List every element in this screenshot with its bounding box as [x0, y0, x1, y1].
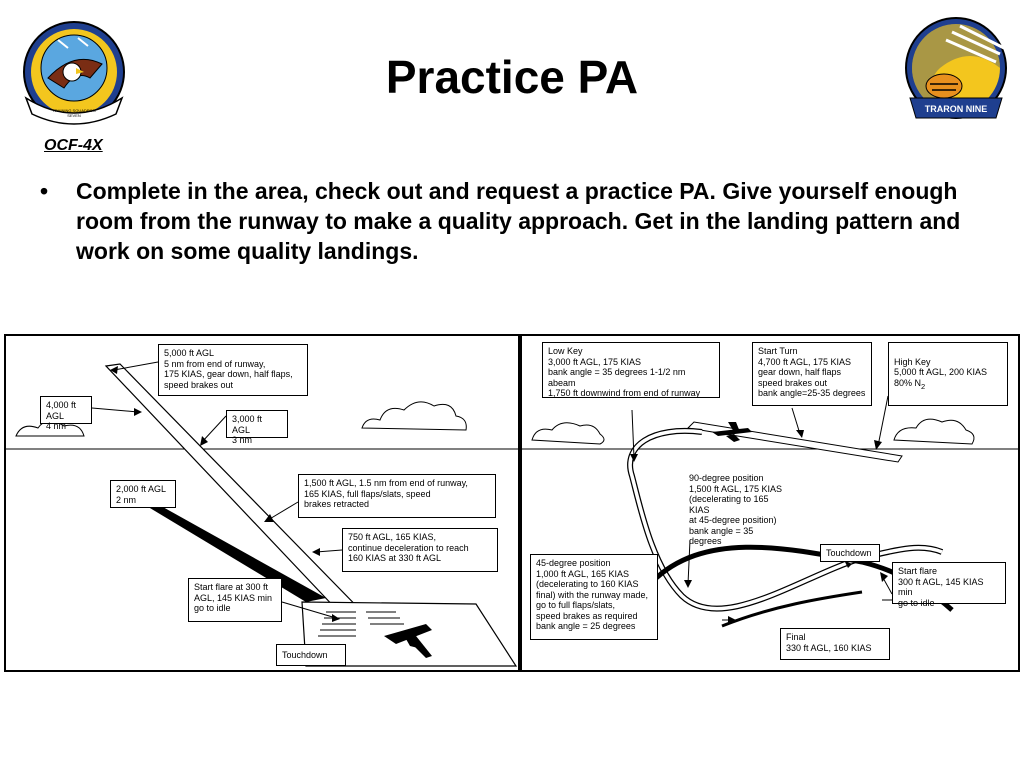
- callout-5000ft: 5,000 ft AGL 5 nm from end of runway, 17…: [158, 344, 308, 396]
- callout-1500ft: 1,500 ft AGL, 1.5 nm from end of runway,…: [298, 474, 496, 518]
- squadron-tag: OCF-4X: [44, 137, 103, 154]
- aircraft-icon: [712, 422, 752, 442]
- callout-3000ft: 3,000 ft AGL 3 nm: [226, 410, 288, 445]
- callout-touchdown: Touchdown: [276, 644, 346, 666]
- callout-touchdown: Touchdown: [820, 544, 880, 562]
- bullet-text: Complete in the area, check out and requ…: [76, 178, 961, 264]
- callout-2000ft: 2,000 ft AGL 2 nm: [110, 480, 176, 508]
- callout-90-degree: 90-degree position 1,500 ft AGL, 175 KIA…: [689, 473, 783, 546]
- high-key-text: High Key 5,000 ft AGL, 200 KIAS 80% N: [894, 356, 988, 388]
- logo-ring-text: TRAINING SQUADRON SEVEN: [52, 108, 96, 118]
- callout-low-key: Low Key 3,000 ft AGL, 175 KIAS bank angl…: [542, 342, 720, 398]
- callout-final: Final 330 ft AGL, 160 KIAS: [780, 628, 890, 660]
- callout-45-degree: 45-degree position 1,000 ft AGL, 165 KIA…: [530, 554, 658, 640]
- callout-start-flare: Start flare at 300 ft AGL, 145 KIAS min …: [188, 578, 282, 622]
- aircraft-icon: [384, 624, 432, 658]
- overhead-pattern-diagram: Low Key 3,000 ft AGL, 175 KIAS bank angl…: [520, 334, 1020, 672]
- callout-750ft: 750 ft AGL, 165 KIAS, continue decelerat…: [342, 528, 498, 572]
- training-squadron-logo: TRAINING SQUADRON SEVEN: [18, 18, 130, 130]
- callout-high-key: High Key 5,000 ft AGL, 200 KIAS 80% N2: [888, 342, 1008, 406]
- straight-in-approach-diagram: 5,000 ft AGL 5 nm from end of runway, 17…: [4, 334, 520, 672]
- callout-4000ft: 4,000 ft AGL 4 nm: [40, 396, 92, 431]
- callout-start-flare: Start flare 300 ft AGL, 145 KIAS min go …: [892, 562, 1006, 608]
- bullet-marker: •: [40, 178, 49, 204]
- high-key-subscript: 2: [921, 381, 926, 391]
- logo-banner-text: TRARON NINE: [924, 104, 988, 114]
- traron-nine-logo: TRARON NINE: [900, 14, 1012, 128]
- callout-start-turn: Start Turn 4,700 ft AGL, 175 KIAS gear d…: [752, 342, 872, 406]
- page-title: Practice PA: [385, 51, 639, 103]
